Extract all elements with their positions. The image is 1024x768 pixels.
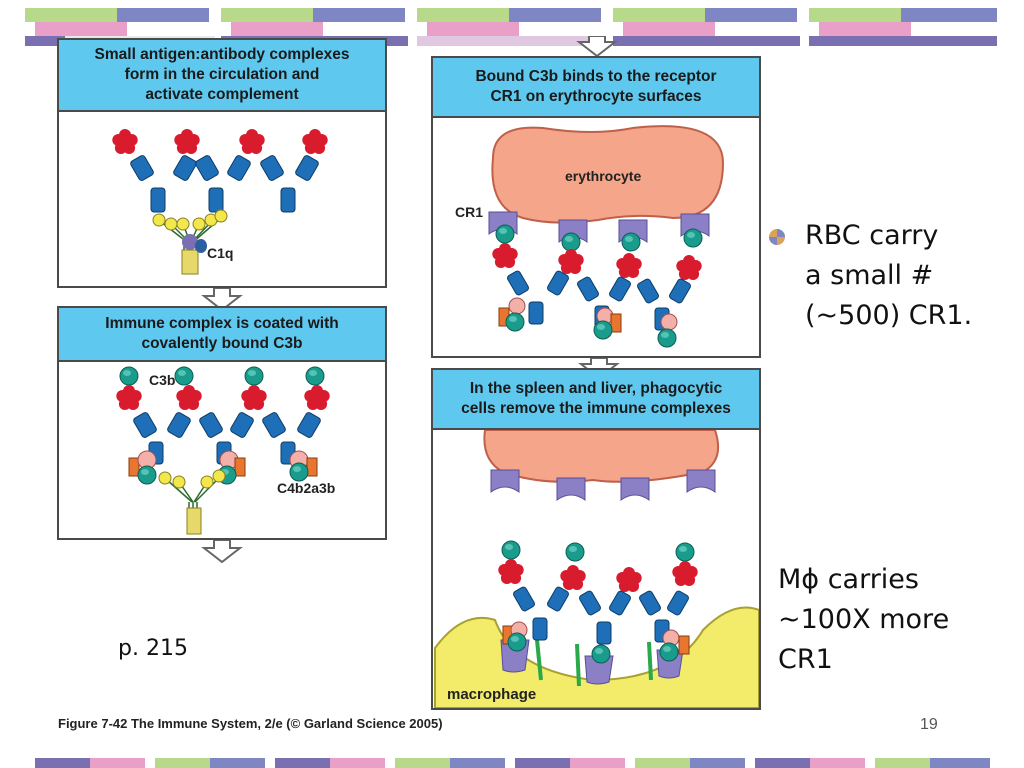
figure-caption: Figure 7-42 The Immune System, 2/e (© Ga… <box>58 716 443 731</box>
panel-erythrocyte-binding: Bound C3b binds to the receptor CR1 on e… <box>431 56 761 358</box>
macrophage-cr1-note: Mϕ carries ~100X more CR1 <box>778 564 950 675</box>
panel-phagocytic-removal: In the spleen and liver, phagocytic cell… <box>431 368 761 710</box>
arrow-down-icon <box>201 288 243 312</box>
bullet-rbc-cr1: RBC carry a small # (~500) CR1. <box>805 220 973 331</box>
erythrocyte-shape <box>491 125 725 224</box>
panel-title: In the spleen and liver, phagocytic cell… <box>433 370 759 430</box>
label-macrophage: macrophage <box>447 686 537 703</box>
panel-title: Bound C3b binds to the receptor CR1 on e… <box>433 58 759 118</box>
page-reference: p. 215 <box>118 636 188 661</box>
panel-title: Small antigen:antibody complexes form in… <box>59 40 385 112</box>
bottom-decoration <box>35 758 990 768</box>
coated-complex-illustration <box>116 366 330 535</box>
panel-complex-formation: Small antigen:antibody complexes form in… <box>57 38 387 288</box>
slide-number: 19 <box>920 716 938 733</box>
panel-c3b-coating: Immune complex is coated with covalently… <box>57 306 387 540</box>
antibody-c1q-illustration <box>112 129 328 275</box>
top-bar-4 <box>613 8 800 46</box>
arrow-down-icon <box>576 36 618 58</box>
macrophage-illustration <box>434 430 759 708</box>
top-bar-5 <box>809 8 997 46</box>
label-c4b2a3b: C4b2a3b <box>277 480 336 496</box>
label-c3b: C3b <box>149 372 176 388</box>
arrow-down-icon <box>201 540 243 564</box>
top-bar-3 <box>417 8 604 46</box>
bullet-icon <box>769 229 785 245</box>
panel-title: Immune complex is coated with covalently… <box>59 308 385 362</box>
label-cr1: CR1 <box>455 204 484 220</box>
label-erythrocyte: erythrocyte <box>565 168 642 184</box>
label-c1q: C1q <box>207 245 234 261</box>
erythrocyte-illustration <box>488 125 725 348</box>
